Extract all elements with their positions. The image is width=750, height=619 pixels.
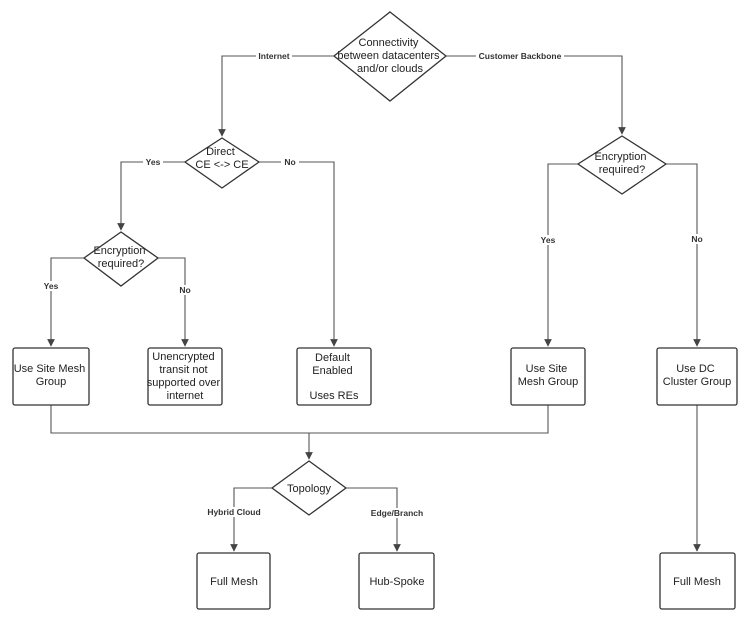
node-encryption-right: Encryption required? xyxy=(576,135,668,195)
svg-text:Unencrypted transit not: Unencrypted transit not supported over i… xyxy=(147,351,223,402)
node-hub-spoke: Hub-Spoke xyxy=(358,552,435,610)
edge-hybrid-cloud xyxy=(230,487,272,552)
edge-label-hybrid-cloud: Hybrid Cloud xyxy=(207,507,260,517)
edge-label-edge-branch: Edge/Branch xyxy=(371,508,423,518)
svg-text:Use DC Cluster Group: Use DC Cluster Group xyxy=(663,363,731,388)
node-encryption-left: Encryption required? xyxy=(82,231,160,287)
edge-label-enc-left-yes: Yes xyxy=(44,281,59,291)
node-full-mesh-left: Full Mesh xyxy=(196,552,271,610)
edge-merge-left xyxy=(50,405,549,434)
edge-label-enc-left-no: No xyxy=(179,285,190,295)
svg-text:Encryption required?: Encryption required? xyxy=(93,245,148,270)
node-site-mesh-left: Use Site Mesh Group xyxy=(12,347,90,406)
edge-edge-branch xyxy=(346,487,401,552)
svg-text:Full Mesh: Full Mesh xyxy=(673,576,721,588)
svg-text:Default Enabled: Default Enabled Uses REs xyxy=(310,352,359,402)
edge-enc-left-no xyxy=(158,257,189,347)
edge-label-customer-backbone: Customer Backbone xyxy=(479,51,562,61)
svg-text:Topology: Topology xyxy=(287,483,332,495)
svg-text:Use Site Mesh Group: Use Site Mesh Group xyxy=(14,363,89,388)
edge-direct-yes xyxy=(117,161,185,231)
edge-label-internet: Internet xyxy=(258,51,289,61)
svg-text:Encryption required?: Encryption required? xyxy=(594,151,649,176)
edge-internet xyxy=(218,55,334,137)
edge-enc-left-yes xyxy=(47,257,84,347)
node-direct: Direct CE <-> CE xyxy=(183,137,261,189)
svg-text:Hub-Spoke: Hub-Spoke xyxy=(369,576,424,588)
node-full-mesh-right: Full Mesh xyxy=(659,552,736,610)
edge-label-direct-yes: Yes xyxy=(146,157,161,167)
svg-text:Use Site Mesh Group: Use Site Mesh Group xyxy=(518,363,579,388)
node-connectivity: Connectivity between datacenters and/or … xyxy=(332,11,448,102)
edge-label-direct-no: No xyxy=(284,157,295,167)
svg-text:Direct CE <-> CE: Direct CE <-> CE xyxy=(195,146,248,171)
node-topology: Topology xyxy=(270,460,348,516)
edge-label-enc-right-yes: Yes xyxy=(541,235,556,245)
edge-enc-right-no xyxy=(666,163,701,347)
node-default: Default Enabled Uses REs xyxy=(296,347,372,406)
svg-text:Full Mesh: Full Mesh xyxy=(210,576,258,588)
node-dc-cluster: Use DC Cluster Group xyxy=(656,347,738,406)
node-site-mesh-right: Use Site Mesh Group xyxy=(510,347,586,406)
svg-text:Connectivity between dat: Connectivity between datacenters and/or … xyxy=(337,37,442,75)
edge-label-enc-right-no: No xyxy=(691,234,702,244)
edge-customer-backbone xyxy=(446,55,626,135)
edge-enc-right-yes xyxy=(544,163,578,347)
node-unencrypted: Unencrypted transit not supported over i… xyxy=(147,347,223,406)
edge-direct-no xyxy=(259,161,338,347)
